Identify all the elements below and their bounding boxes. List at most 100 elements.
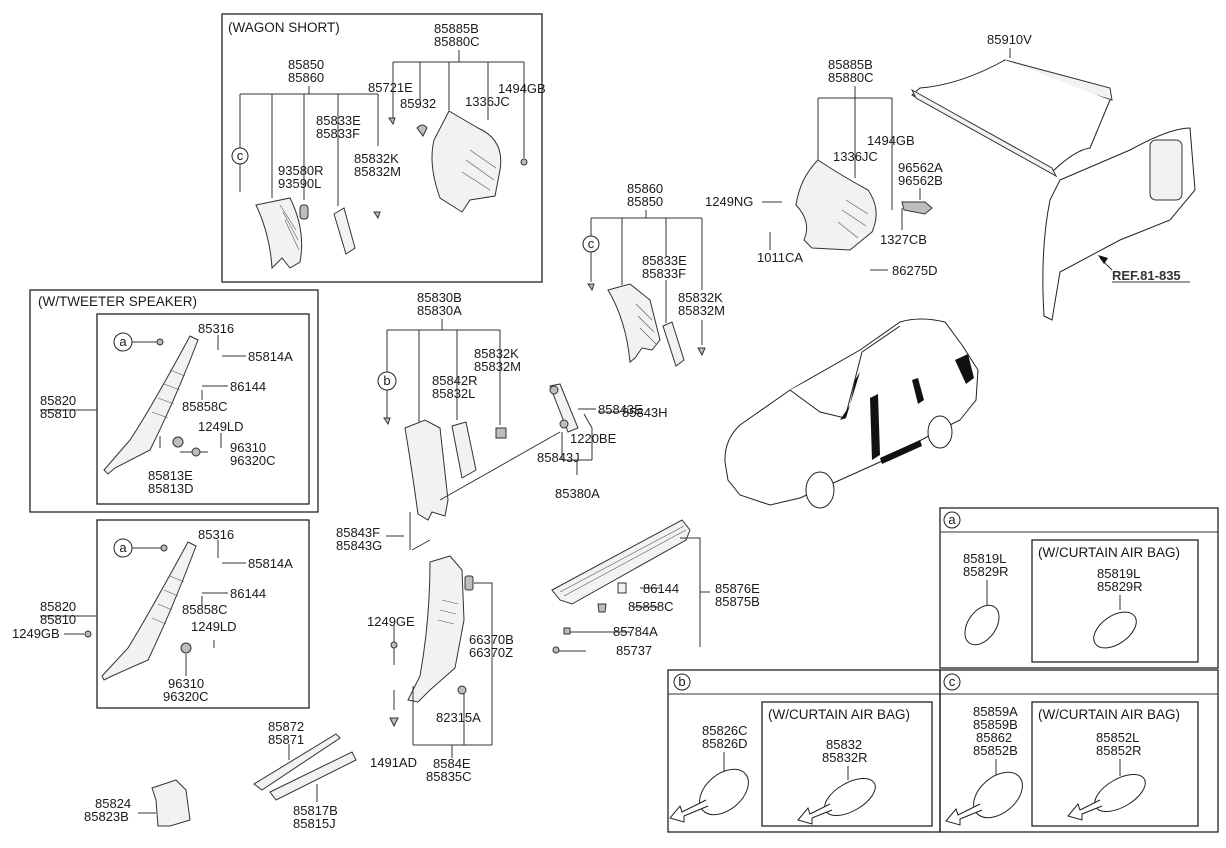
clip-part[interactable] xyxy=(587,283,595,292)
label-96310[interactable]: 96310 xyxy=(230,440,266,455)
label-96310[interactable]: 96310 xyxy=(168,676,204,691)
label-85832M[interactable]: 85832M xyxy=(354,164,401,179)
label-85820[interactable]: 85820 xyxy=(40,599,76,614)
label-85833F[interactable]: 85833F xyxy=(642,266,686,281)
scuff-plate-upper-part[interactable] xyxy=(253,733,341,791)
tweeter-part[interactable] xyxy=(180,642,192,654)
c-pillar-trim-part[interactable] xyxy=(607,283,661,363)
label-85820[interactable]: 85820 xyxy=(40,393,76,408)
cover-sheet-part[interactable] xyxy=(911,59,1111,173)
label-85832R[interactable]: 85832R xyxy=(822,750,868,765)
label-85784A[interactable]: 85784A xyxy=(613,624,658,639)
c-pillar-trim-part[interactable] xyxy=(255,197,303,270)
label-85819L[interactable]: 85819L xyxy=(1097,566,1140,581)
label-85815J[interactable]: 85815J xyxy=(293,816,336,831)
label-85826D[interactable]: 85826D xyxy=(702,736,748,751)
label-66370Z[interactable]: 66370Z xyxy=(469,645,513,660)
label-85819L[interactable]: 85819L xyxy=(963,551,1006,566)
label-86144[interactable]: 86144 xyxy=(230,379,266,394)
lower-pillar-trim-part[interactable] xyxy=(407,555,465,703)
label-85860[interactable]: 85860 xyxy=(627,181,663,196)
label-85833E[interactable]: 85833E xyxy=(316,113,361,128)
label-85737[interactable]: 85737 xyxy=(616,643,652,658)
label-96562B[interactable]: 96562B xyxy=(898,173,943,188)
label-85832K[interactable]: 85832K xyxy=(354,151,399,166)
pad-part[interactable] xyxy=(617,582,627,594)
label-85833F[interactable]: 85833F xyxy=(316,126,360,141)
label-85842R[interactable]: 85842R xyxy=(432,373,478,388)
label-85835C[interactable]: 85835C xyxy=(426,769,472,784)
airbag-cap-part[interactable] xyxy=(1087,605,1142,655)
label-85832[interactable]: 85832 xyxy=(826,737,862,752)
label-85824[interactable]: 85824 xyxy=(95,796,131,811)
label-85885B[interactable]: 85885B xyxy=(828,57,873,72)
ref-label[interactable]: REF.81-835 xyxy=(1112,268,1181,283)
screw-part[interactable] xyxy=(390,641,398,649)
label-85859A[interactable]: 85859A xyxy=(973,704,1018,719)
clip-part[interactable] xyxy=(156,338,164,346)
label-85832M[interactable]: 85832M xyxy=(678,303,725,318)
label-85875B[interactable]: 85875B xyxy=(715,594,760,609)
label-96562A[interactable]: 96562A xyxy=(898,160,943,175)
label-1249GE[interactable]: 1249GE xyxy=(367,614,415,629)
label-85858C[interactable]: 85858C xyxy=(182,399,228,414)
speaker-grille-part[interactable] xyxy=(299,204,309,220)
label-85876E[interactable]: 85876E xyxy=(715,581,760,596)
c-fastener-part[interactable] xyxy=(697,347,706,357)
a-pillar-trim-part[interactable] xyxy=(101,541,197,681)
callout-c[interactable] xyxy=(582,235,600,253)
sill-clip-part[interactable] xyxy=(563,627,571,635)
bolt-part[interactable] xyxy=(84,630,92,638)
label-85380A[interactable]: 85380A xyxy=(555,486,600,501)
anchor-part[interactable] xyxy=(549,385,559,395)
trim-cap-part[interactable] xyxy=(965,763,1031,827)
label-85813E[interactable]: 85813E xyxy=(148,468,193,483)
label-85852L[interactable]: 85852L xyxy=(1096,730,1139,745)
clip-part[interactable] xyxy=(388,117,396,126)
trim-cap-part[interactable] xyxy=(958,599,1006,651)
label-85316[interactable]: 85316 xyxy=(198,321,234,336)
label-85843H[interactable]: 85843H xyxy=(622,405,668,420)
label-1494GB[interactable]: 1494GB xyxy=(867,133,915,148)
label-85910V[interactable]: 85910V xyxy=(987,32,1032,47)
lamp-part[interactable] xyxy=(464,575,474,591)
clip-part[interactable] xyxy=(389,717,399,728)
label-85823B[interactable]: 85823B xyxy=(84,809,129,824)
label-85843J[interactable]: 85843J xyxy=(537,450,580,465)
label-1327CB[interactable]: 1327CB xyxy=(880,232,927,247)
clip-part[interactable] xyxy=(597,603,607,613)
label-85872[interactable]: 85872 xyxy=(268,719,304,734)
label-82315A[interactable]: 82315A xyxy=(436,710,481,725)
belt-guide-part[interactable] xyxy=(549,383,579,433)
label-85843F[interactable]: 85843F xyxy=(336,525,380,540)
label-1220BE[interactable]: 1220BE xyxy=(570,431,617,446)
cover-bar-part[interactable] xyxy=(910,88,1058,178)
label-85817B[interactable]: 85817B xyxy=(293,803,338,818)
label-1249LD[interactable]: 1249LD xyxy=(191,619,237,634)
label-85833E[interactable]: 85833E xyxy=(642,253,687,268)
label-85832K[interactable]: 85832K xyxy=(474,346,519,361)
label-85860[interactable]: 85860 xyxy=(288,70,324,85)
speaker-housing-part[interactable] xyxy=(1149,139,1183,201)
label-85880C[interactable]: 85880C xyxy=(828,70,874,85)
label-1249LD[interactable]: 1249LD xyxy=(198,419,244,434)
grommet-part[interactable] xyxy=(416,124,428,137)
c-garnish-part[interactable] xyxy=(662,321,685,367)
label-85826C[interactable]: 85826C xyxy=(702,723,748,738)
callout-b[interactable] xyxy=(377,371,397,391)
label-85829R[interactable]: 85829R xyxy=(1097,579,1143,594)
sill-fastener-part[interactable] xyxy=(552,646,560,654)
label-85880C[interactable]: 85880C xyxy=(434,34,480,49)
scuff-plate-lower-part[interactable] xyxy=(269,751,357,801)
garnish-part[interactable] xyxy=(333,207,356,255)
rear-pillar-trim-part[interactable] xyxy=(431,110,502,213)
tweeter-bracket-part[interactable] xyxy=(172,436,184,448)
label-85830A[interactable]: 85830A xyxy=(417,303,462,318)
label-1494GB[interactable]: 1494GB xyxy=(498,81,546,96)
label-1249NG[interactable]: 1249NG xyxy=(705,194,753,209)
label-93580R[interactable]: 93580R xyxy=(278,163,324,178)
kick-panel-part[interactable] xyxy=(151,779,191,827)
rear-quarter-trim-part[interactable] xyxy=(795,159,877,251)
label-85832K[interactable]: 85832K xyxy=(678,290,723,305)
label-1011CA[interactable]: 1011CA xyxy=(757,250,803,265)
